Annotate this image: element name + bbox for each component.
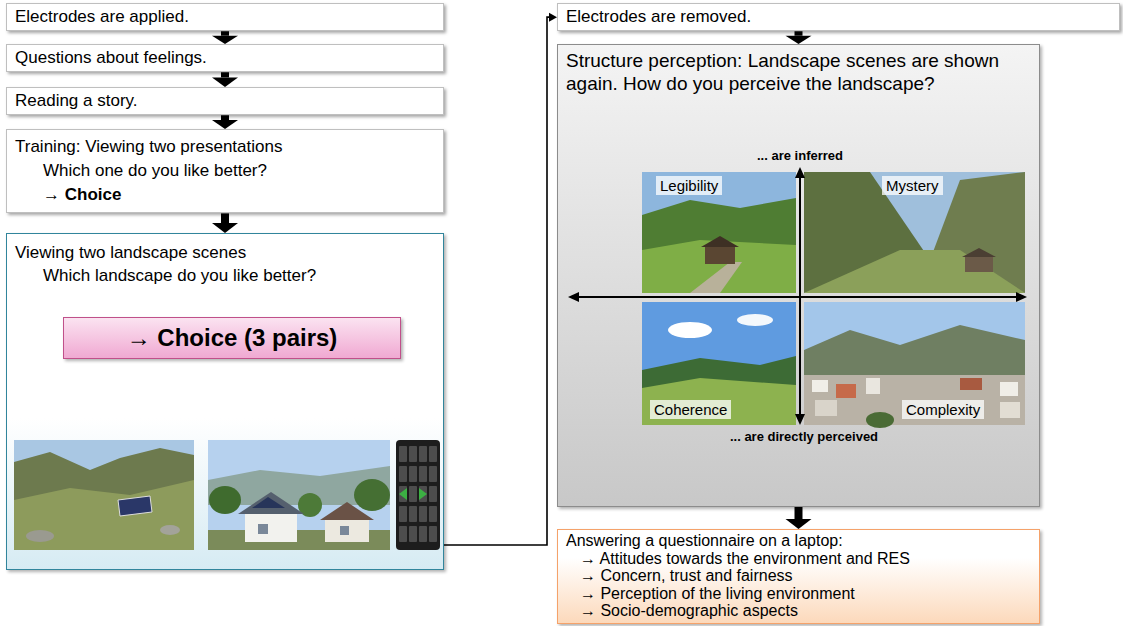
arrow-shaft	[221, 115, 229, 120]
arrow-head	[212, 77, 238, 87]
arrow-shaft	[795, 31, 803, 35]
complexity-photo	[804, 302, 1025, 428]
legibility-photo	[642, 172, 796, 293]
arrow-shaft	[444, 17, 549, 545]
image-label: Coherence	[650, 400, 731, 419]
box-text: Which landscape do you like better?	[15, 265, 435, 288]
box-text: Which one do you like better?	[15, 159, 435, 183]
block-arrow	[786, 31, 812, 44]
block-arrow	[212, 31, 238, 44]
process-box: Electrodes are applied.	[6, 3, 444, 31]
box-text: Answering a questionnaire on a laptop:	[566, 532, 1031, 550]
arrow-shaft	[221, 31, 229, 35]
image-label: Complexity	[902, 400, 984, 419]
arrow-shaft	[221, 72, 229, 77]
box-text: → Choice (3 pairs)	[127, 323, 338, 353]
image-label: Legibility	[656, 176, 722, 195]
block-arrow	[786, 507, 812, 529]
process-box: Reading a story.	[6, 87, 444, 115]
box-text: Viewing two landscape scenes	[15, 242, 435, 265]
box-text: Electrodes are removed.	[566, 6, 1111, 27]
mystery-photo	[804, 172, 1025, 293]
box-text: Training: Viewing two presentations	[15, 135, 435, 159]
village-landscape-photo	[208, 440, 390, 550]
box-text: → Attitudes towards the environment and …	[566, 550, 1031, 568]
box-text: Structure perception: Landscape scenes a…	[566, 50, 1031, 96]
box-text: → Concern, trust and fairness	[566, 567, 1031, 585]
box-text: → Choice	[15, 183, 435, 207]
box-text: → Perception of the living environment	[566, 585, 1031, 603]
coherence-photo	[642, 302, 796, 425]
arrow-head	[212, 223, 238, 233]
arrow-shaft	[221, 213, 229, 223]
process-box: Electrodes are removed.	[557, 3, 1120, 31]
axis-label: ... are inferred	[757, 148, 843, 163]
arrow-head	[786, 36, 812, 44]
keypad-photo	[396, 440, 440, 550]
box-text: Questions about feelings.	[15, 47, 435, 68]
arrow-head	[212, 36, 238, 44]
elbow-arrow	[444, 13, 557, 545]
box-text: → Socio-demographic aspects	[566, 602, 1031, 620]
choice-box: → Choice (3 pairs)	[63, 317, 401, 359]
process-box: Questions about feelings.	[6, 44, 444, 72]
arrow-head	[786, 519, 812, 529]
box-text: Electrodes are applied.	[15, 6, 435, 27]
axis-label: ... are directly perceived	[730, 429, 878, 444]
image-label: Mystery	[882, 176, 943, 195]
block-arrow	[212, 213, 238, 233]
box-text: Reading a story.	[15, 90, 435, 111]
process-box: Answering a questionnaire on a laptop:→ …	[557, 529, 1040, 624]
arrow-head	[212, 120, 238, 129]
arrow-shaft	[795, 507, 803, 519]
process-box: Training: Viewing two presentationsWhich…	[6, 129, 444, 213]
block-arrow	[212, 115, 238, 129]
perception-axes	[568, 167, 1027, 425]
mountain-landscape-photo	[14, 440, 194, 550]
arrow-head	[549, 13, 557, 22]
block-arrow	[212, 72, 238, 87]
